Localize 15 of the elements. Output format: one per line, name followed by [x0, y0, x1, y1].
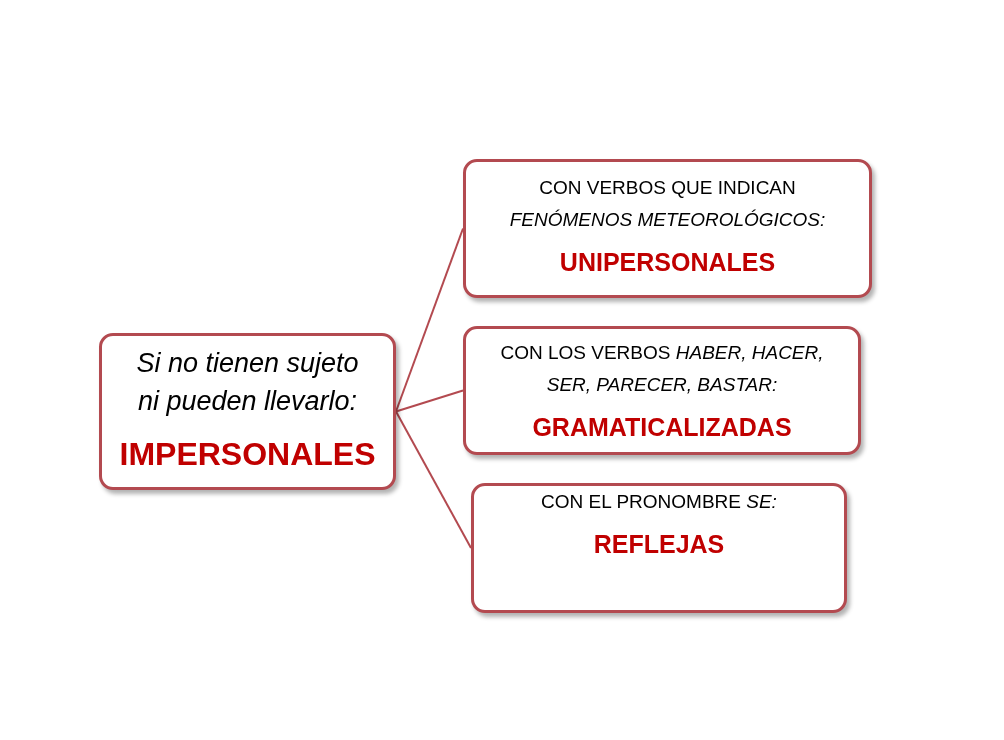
connector-line	[395, 389, 464, 413]
rounded-box	[471, 483, 847, 613]
connector-line	[395, 227, 464, 413]
rounded-box	[463, 159, 872, 298]
description-text: Si no tienen sujeto ni pueden llevarlo:	[135, 347, 360, 418]
rounded-box	[99, 333, 396, 490]
category-label: UNIPERSONALES	[559, 247, 776, 278]
connector-line	[395, 410, 472, 549]
description-text: CON EL PRONOMBRE SE:	[541, 490, 777, 514]
description-text: CON LOS VERBOS HABER, HACER, SER, PARECER, BASTAR:	[499, 341, 825, 397]
category-label: GRAMATICALIZADAS	[532, 412, 792, 443]
category-label: IMPERSONALES	[119, 435, 376, 474]
rounded-box	[463, 326, 861, 455]
category-label: REFLEJAS	[593, 529, 725, 560]
description-text: CON VERBOS QUE INDICAN FENÓMENOS METEOROLÓGICOS:	[508, 176, 827, 232]
